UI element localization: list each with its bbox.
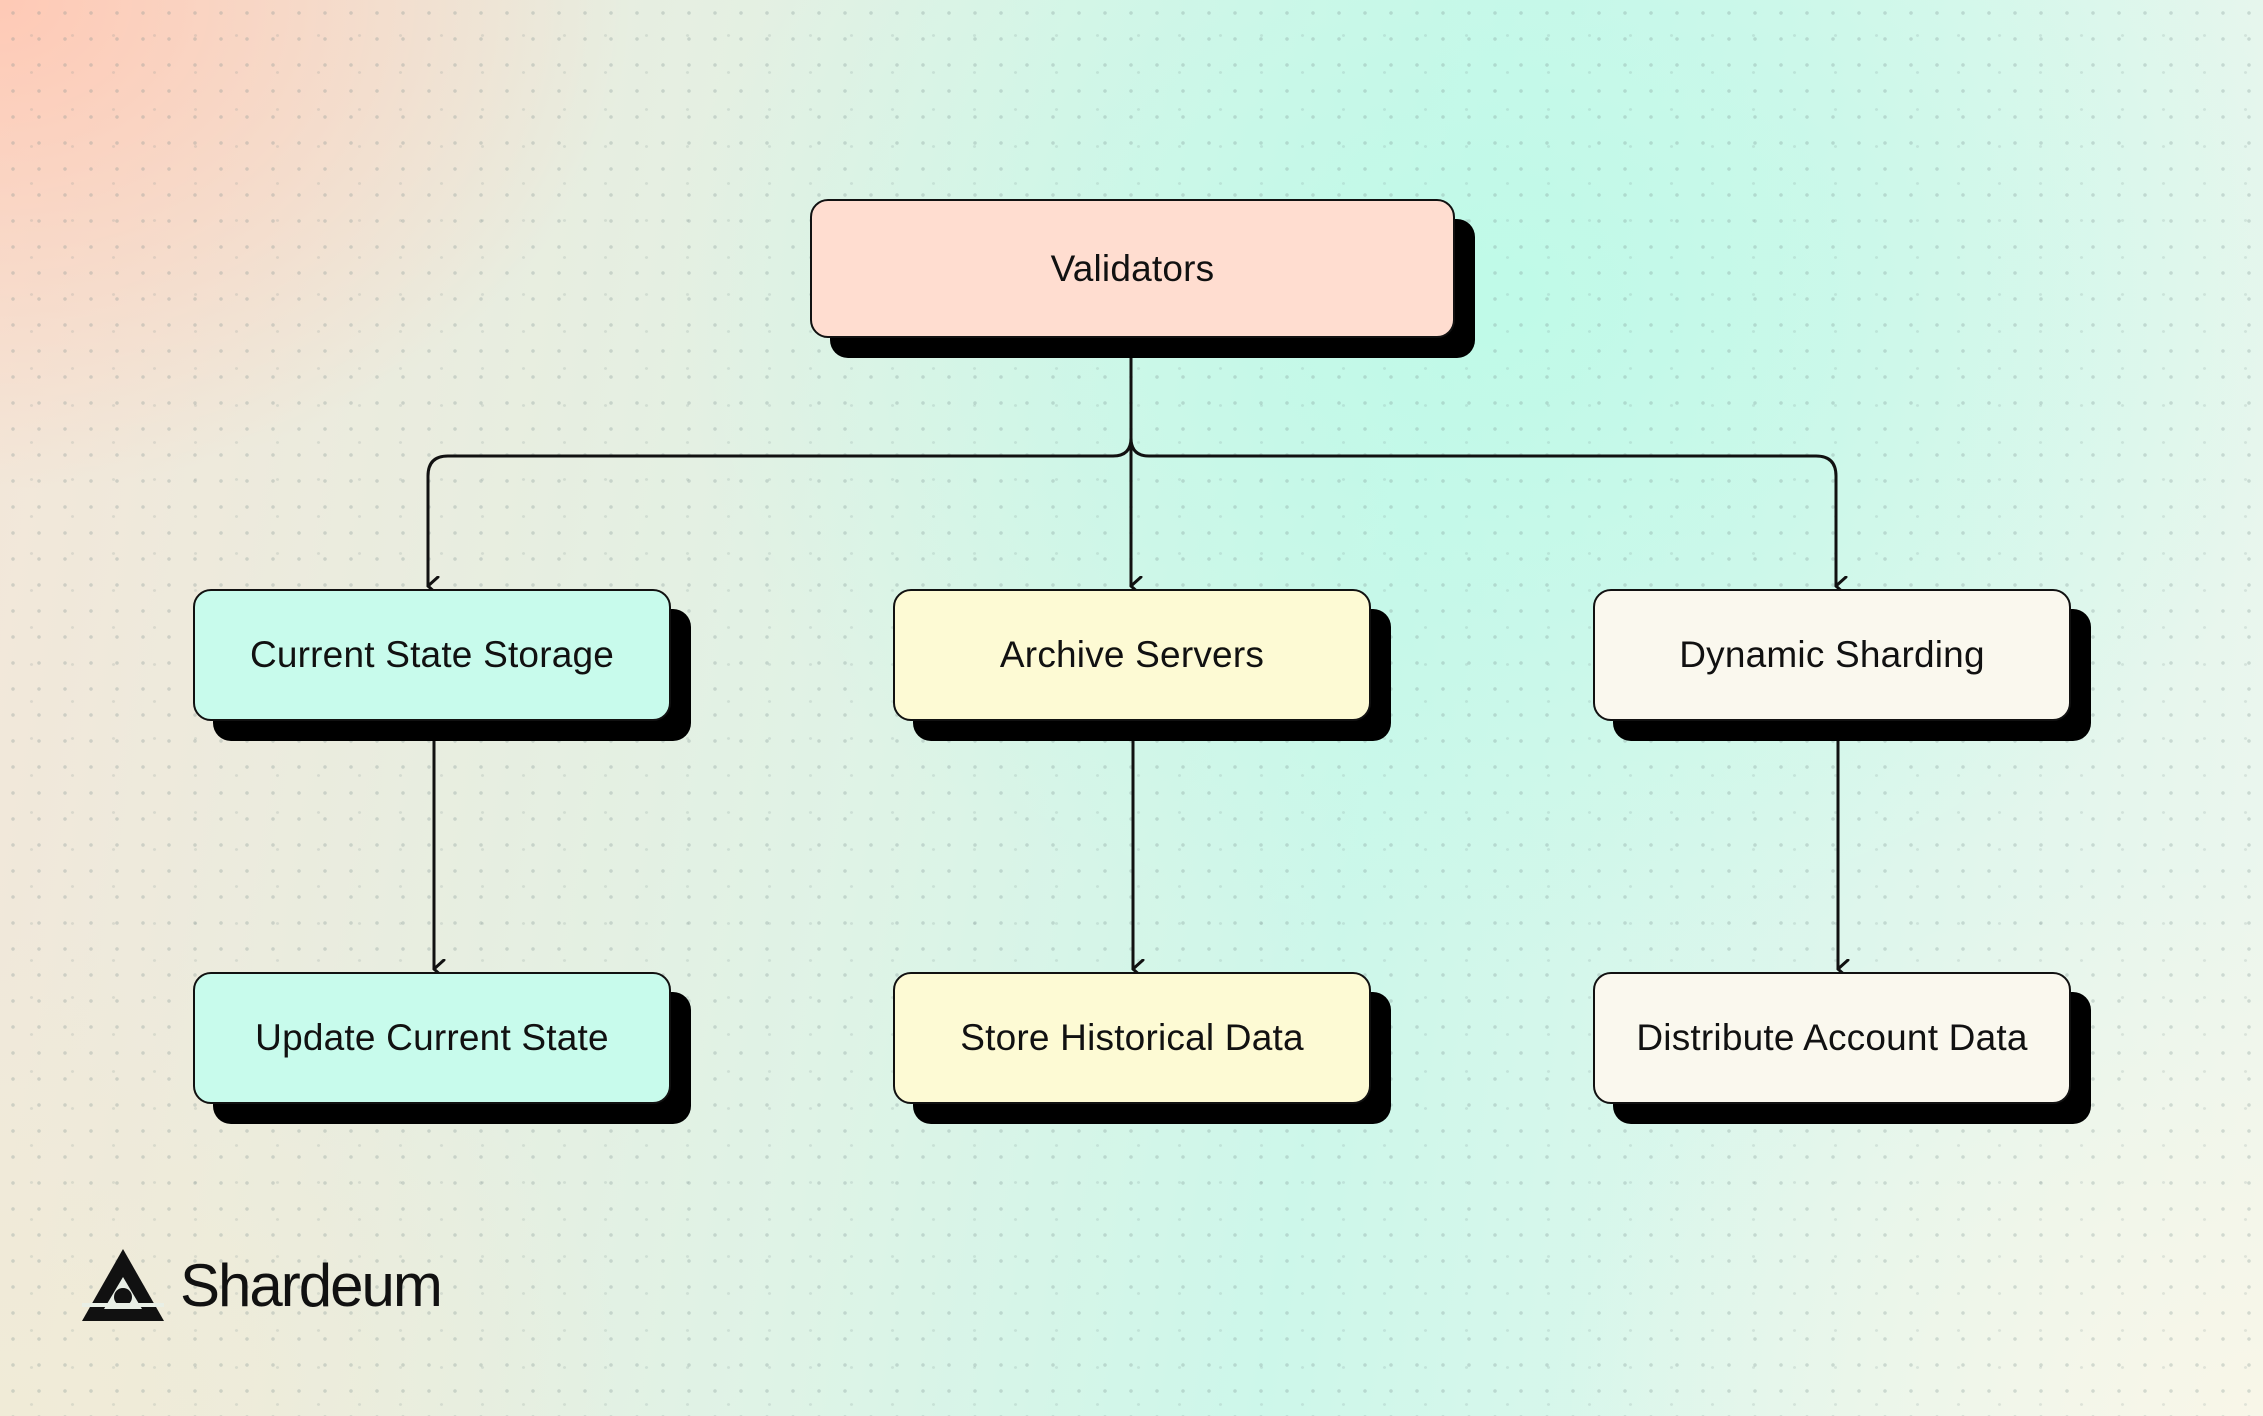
node-label: Distribute Account Data [1636,1017,2028,1058]
node-dynamic-sharding: Dynamic Sharding [1593,589,2071,721]
brand-name: Shardeum [180,1251,443,1319]
node-label: Current State Storage [249,634,615,675]
node-label: Validators [1050,247,1215,289]
shardeum-logo-icon [82,1249,164,1321]
connector-to-dynamic [1129,436,1836,586]
node-distribute-account-data: Distribute Account Data [1593,972,2071,1104]
node-current-state-storage: Current State Storage [193,589,671,721]
node-archive-servers: Archive Servers [893,589,1371,721]
node-label: Archive Servers [999,634,1265,675]
connector-trunk [426,338,1133,586]
node-update-current-state: Update Current State [193,972,671,1104]
node-label: Update Current State [255,1017,609,1058]
node-label: Dynamic Sharding [1679,634,1985,675]
node-label: Store Historical Data [960,1017,1304,1058]
node-store-historical-data: Store Historical Data [893,972,1371,1104]
node-validators: Validators [810,199,1455,338]
brand-logo: Shardeum [80,1245,443,1325]
